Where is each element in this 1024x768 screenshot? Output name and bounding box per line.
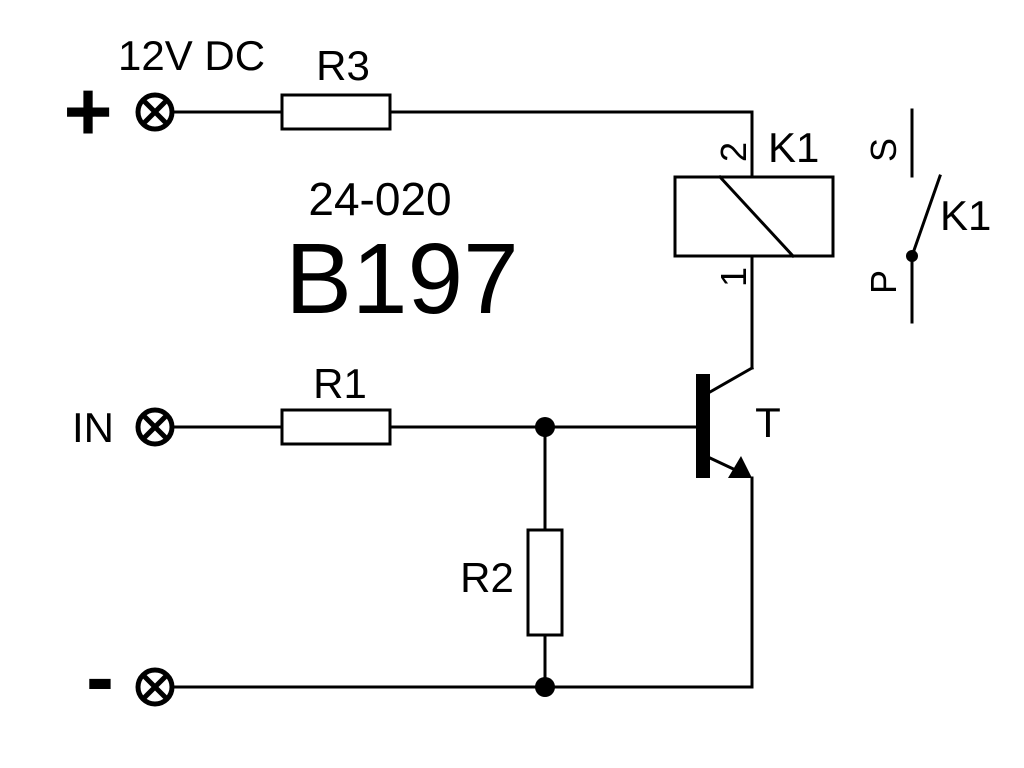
model-code-label: 24-020 bbox=[308, 173, 451, 225]
junction-dot bbox=[535, 417, 555, 437]
relay-coil-k1 bbox=[673, 174, 835, 259]
input-label: IN bbox=[72, 404, 114, 451]
terminal-minus[interactable] bbox=[135, 667, 175, 707]
pin1-label: 1 bbox=[713, 267, 754, 287]
junction-dot bbox=[535, 677, 555, 697]
supply-label: 12V DC bbox=[118, 32, 265, 79]
resistor-r2 bbox=[526, 528, 564, 637]
minus-sign: - bbox=[86, 630, 114, 724]
plus-sign: + bbox=[63, 64, 112, 158]
r2-label: R2 bbox=[460, 554, 514, 601]
contact-p-label: P bbox=[863, 270, 904, 294]
r1-label: R1 bbox=[313, 360, 367, 407]
pin2-label: 2 bbox=[713, 142, 754, 162]
transistor-label: T bbox=[755, 399, 781, 446]
relay-contact-k1 bbox=[906, 108, 942, 324]
relay-coil-label: K1 bbox=[768, 124, 819, 171]
relay-contact-label: K1 bbox=[940, 192, 991, 239]
terminal-plus[interactable] bbox=[135, 92, 175, 132]
terminal-input[interactable] bbox=[135, 407, 175, 447]
transistor-t bbox=[696, 374, 752, 478]
contact-s-label: S bbox=[863, 138, 904, 162]
r3-label: R3 bbox=[316, 42, 370, 89]
resistor-r3 bbox=[280, 93, 392, 131]
resistor-r1 bbox=[280, 408, 392, 446]
model-label: B197 bbox=[285, 223, 519, 335]
